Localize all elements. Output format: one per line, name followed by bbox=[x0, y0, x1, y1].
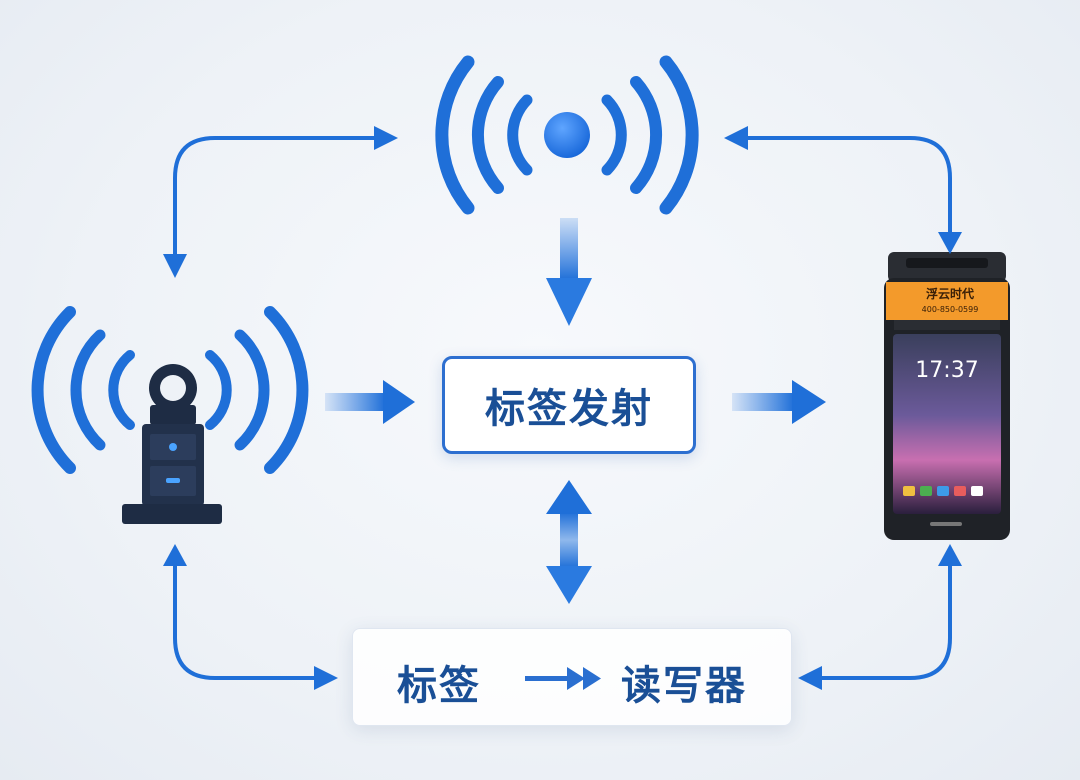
reader-label: 读写器 bbox=[621, 663, 747, 709]
arrowhead-bottom-right-left bbox=[798, 666, 822, 690]
tag-label: 标签 bbox=[397, 663, 481, 709]
device-phone-number: 400-850-0599 bbox=[922, 305, 979, 314]
arrow-emit-rw-bidirectional bbox=[546, 480, 592, 604]
arrow-signal-to-emit bbox=[546, 218, 592, 326]
tag-emit-label: 标签发射 bbox=[485, 386, 653, 432]
device-brand-text: 浮云时代 bbox=[926, 286, 974, 301]
tag-emit-box: 标签发射 bbox=[442, 356, 696, 454]
arrowhead-bottom-right-up bbox=[938, 544, 962, 566]
arrowhead-top-right-down bbox=[938, 232, 962, 254]
rfid-tag-icon bbox=[31, 306, 309, 524]
connector-top-left bbox=[173, 136, 382, 260]
double-arrow-icon bbox=[525, 667, 601, 690]
arrow-emit-to-reader bbox=[732, 380, 826, 424]
device-clock: 17:37 bbox=[915, 358, 978, 383]
connector-top-right bbox=[738, 136, 952, 238]
tag-reader-box: 标签 读写器 bbox=[352, 628, 792, 726]
arrowhead-top-left-right bbox=[374, 126, 398, 150]
arrow-tag-to-emit bbox=[325, 380, 415, 424]
arrowhead-bottom-left-up bbox=[163, 544, 187, 566]
arrowhead-top-left-down bbox=[163, 254, 187, 278]
connector-bottom-right bbox=[814, 560, 952, 680]
connector-bottom-left bbox=[173, 560, 322, 680]
arrowhead-bottom-left-right bbox=[314, 666, 338, 690]
broadcast-signal-icon bbox=[435, 55, 699, 215]
arrowhead-top-right-left bbox=[724, 126, 748, 150]
handheld-reader-icon bbox=[884, 252, 1010, 540]
